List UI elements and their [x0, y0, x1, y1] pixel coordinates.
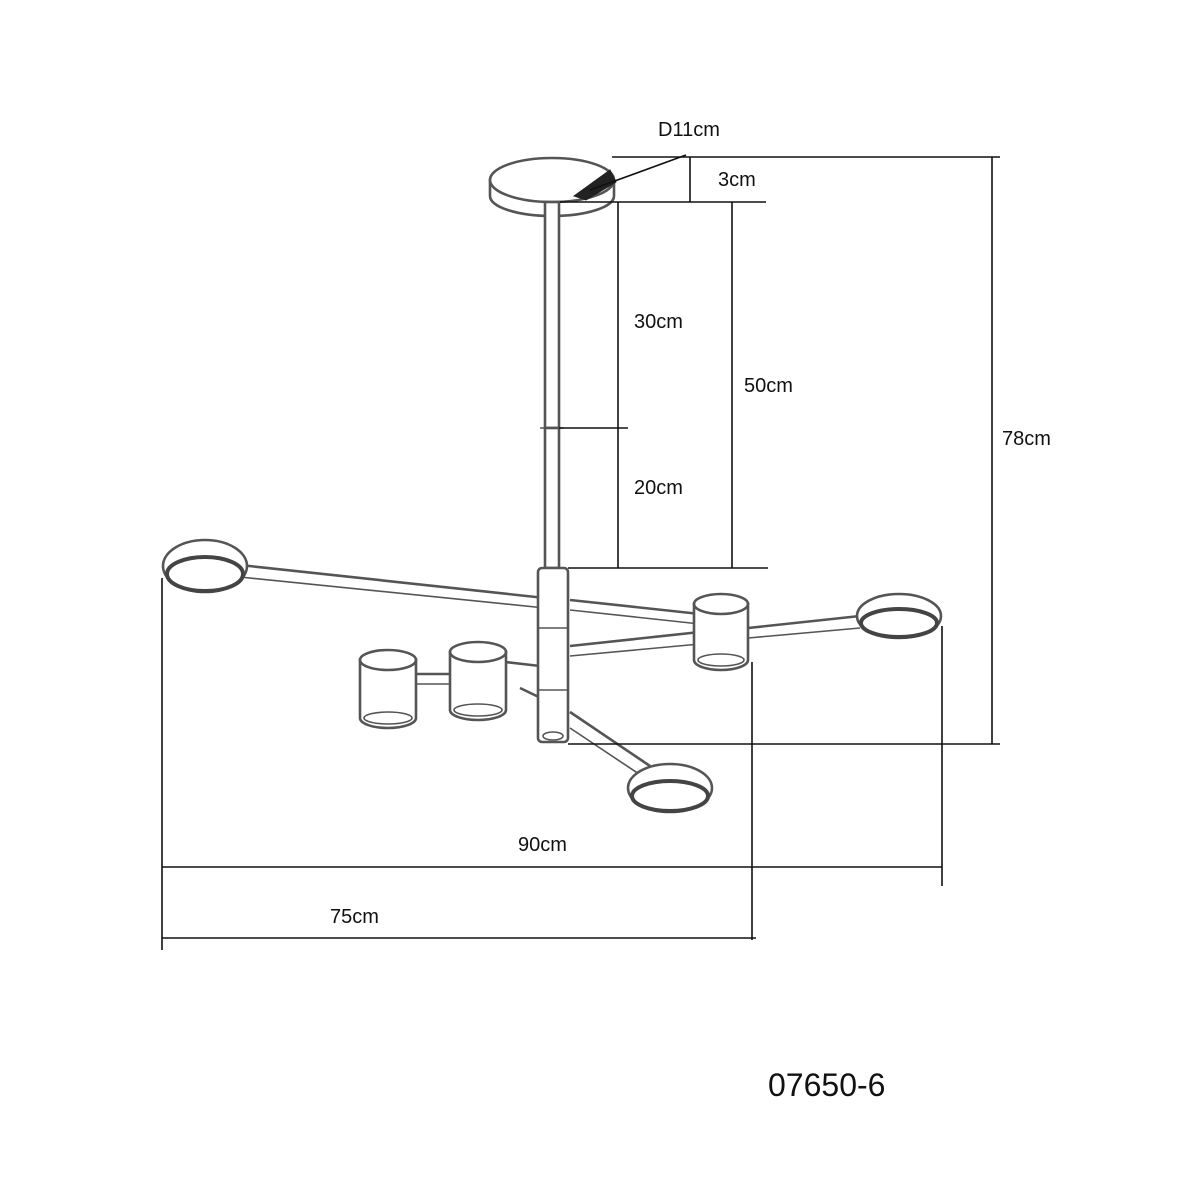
ring-light-right [855, 592, 943, 640]
partial-width-label: 75cm [330, 906, 379, 928]
ring-light-bottom [626, 762, 714, 814]
model-number: 07650-6 [768, 1067, 885, 1103]
canopy-height-label: 3cm [718, 169, 756, 191]
ring-light-left [161, 538, 249, 594]
suspension-rod [540, 200, 564, 570]
fixture [161, 156, 943, 814]
upper-rod-label: 30cm [634, 311, 683, 333]
fixture-arms [239, 563, 861, 777]
cylinder-light-mid-left [448, 640, 508, 722]
dimension-labels: D11cm 3cm 30cm 20cm 50cm 78cm 90cm 75cm [330, 119, 1051, 928]
dimension-lines [161, 154, 1000, 950]
fixture-hub [536, 566, 570, 744]
lower-rod-label: 20cm [634, 477, 683, 499]
canopy-diameter-label: D11cm [658, 119, 720, 141]
overall-height-label: 78cm [1002, 428, 1051, 450]
rod-total-label: 50cm [744, 375, 793, 397]
cylinder-light-right [692, 592, 750, 672]
overall-width-label: 90cm [518, 834, 567, 856]
cylinder-light-far-left [358, 648, 418, 730]
